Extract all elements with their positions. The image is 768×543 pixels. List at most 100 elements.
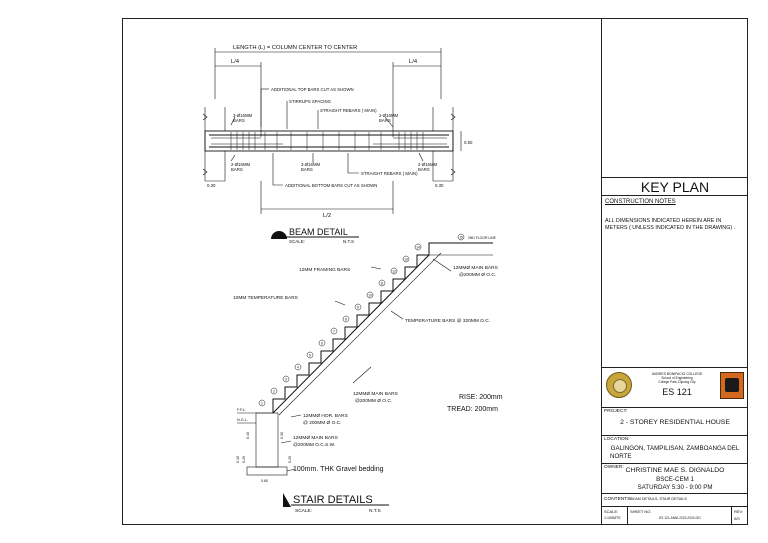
stair-title-symbol xyxy=(283,493,291,507)
step-number: 7 xyxy=(333,330,335,334)
scale-cell: SCALE: 1:100MTS xyxy=(602,507,628,525)
step-number: 14 xyxy=(416,246,420,250)
beam-bars-tr-2: BARS xyxy=(379,118,391,123)
stair-main-mid-2: @200MM Ø O.C. xyxy=(355,398,392,404)
location-value-1: GALINGON, TAMPILISAN, ZAMBOANGA DEL xyxy=(610,445,740,452)
beam-bars-tl-2: BARS xyxy=(233,118,245,123)
beam-bars-bl-2: BARS xyxy=(231,167,243,172)
location-value-2: NORTE xyxy=(610,453,632,460)
beam-bars-tr-1: 2-Ø16MM xyxy=(379,113,399,118)
tb-rev-value: 0/0 xyxy=(734,516,740,521)
beam-add-bottom: ADDITIONAL BOTTOM BARS CUT AS SHOWN xyxy=(285,183,377,188)
step-number: 1 xyxy=(261,402,263,406)
stair-main-mid-1: 12MMØ MAIN BARS xyxy=(353,391,398,397)
stair-dim-c: 0.10 xyxy=(236,456,240,463)
stair-main-top-1: 12MMØ MAIN BARS xyxy=(453,265,498,271)
beam-title: BEAM DETAIL xyxy=(289,227,348,237)
tb-sheet-value: ES 121-ANNI-2023-2024-001 xyxy=(659,516,701,520)
owner-value-1: CHRISTINE MAE S. DIGNALDO xyxy=(625,467,725,474)
step-number: 8 xyxy=(345,318,347,322)
tb-rev-label: REV: xyxy=(734,509,744,514)
tb-sheet-label: SHEET NO. xyxy=(630,509,652,514)
step-number: 12 xyxy=(392,270,396,274)
college-address: College Park, Dipolog City xyxy=(658,380,696,384)
college-name: ANDRES BONIFACIO COLLEGE xyxy=(651,372,703,376)
stair-hor-2: @ 200MM Ø O.C. xyxy=(303,420,341,426)
stair-main-low-1: 12MMØ MAIN BARS xyxy=(293,435,338,441)
stair-main-top-2: @200MM Ø O.C. xyxy=(459,272,496,278)
stair-tread: TREAD: 200mm xyxy=(447,406,498,413)
stair-temp: 10MM TEMPERATURE BARS xyxy=(233,295,298,301)
owner-label: OWNER: xyxy=(604,465,624,470)
step-number: 9 xyxy=(357,306,359,310)
contents-block: CONTENTS: BEAM DETAILS, STAIR DETAILS xyxy=(602,493,748,506)
beam-l4-right: L/4 xyxy=(409,59,418,65)
stair-scale-value: N.T.S xyxy=(369,508,381,514)
notes-title: CONSTRUCTION NOTES xyxy=(605,199,676,205)
stair-title: STAIR DETAILS xyxy=(293,494,373,506)
beam-straight-top: STRAIGHT REBARS ( MAIN) xyxy=(320,108,377,113)
stair-dim-e: 0.20 xyxy=(288,456,292,463)
stair-scale-label: SCALE: xyxy=(295,508,312,514)
beam-bars-br-2: BARS xyxy=(418,167,430,172)
key-plan-area xyxy=(602,19,748,177)
beam-l4-left: L/4 xyxy=(231,59,240,65)
stair-dim-b: 0.30 xyxy=(280,432,284,439)
sheet-info-block: SCALE: 1:100MTS SHEET NO. ES 121-ANNI-20… xyxy=(602,506,748,525)
owner-value-2: BSCE-CEM 1 xyxy=(656,476,694,483)
tb-scale-value: 1:100MTS xyxy=(604,516,621,520)
location-label: LOCATION: xyxy=(604,437,630,442)
course-code: ES 121 xyxy=(662,387,692,397)
beam-straight-bottom: STRAIGHT REBARS ( MAIN) xyxy=(361,171,418,176)
project-label: PROJECT: xyxy=(604,409,628,414)
step-number: 4 xyxy=(297,366,299,370)
department-logo-icon xyxy=(720,372,744,399)
beam-dim-left: 0.30 xyxy=(207,183,216,188)
sheet-cell: SHEET NO. ES 121-ANNI-2023-2024-001 xyxy=(628,507,732,525)
step-number: 6 xyxy=(321,342,323,346)
step-number: 2 xyxy=(273,390,275,394)
owner-value-3: SATURDAY 5:30 - 9:00 PM xyxy=(637,484,713,491)
drawing-area: LENGTH (L) = COLUMN CENTER TO CENTER L/4… xyxy=(202,45,503,514)
project-value: 2 - STOREY RESIDENTIAL HOUSE xyxy=(620,419,730,426)
tb-scale-label: SCALE: xyxy=(604,509,619,514)
beam-bars-bm-2: BARS xyxy=(301,167,313,172)
stair-main-low-2: @200MM O.C.S.W. xyxy=(293,442,335,448)
school-block: ANDRES BONIFACIO COLLEGE School of Engin… xyxy=(602,367,748,407)
beam-dim-depth: 0.50 xyxy=(464,140,473,145)
construction-notes: CONSTRUCTION NOTES ALL DIMENSIONS INDICA… xyxy=(602,195,748,367)
beam-title-symbol xyxy=(271,231,287,239)
project-block: PROJECT: 2 - STOREY RESIDENTIAL HOUSE xyxy=(602,407,748,435)
step-number: 10 xyxy=(368,294,372,298)
notes-text: ALL DIMENSIONS INDICATED HEREIN ARE IN M… xyxy=(605,218,736,231)
beam-bars-bm-1: 3-Ø16MM xyxy=(301,162,321,167)
stair-temp-right: TEMPERATURE BARS @ 320MM O.C. xyxy=(405,318,490,324)
step-number: 5 xyxy=(309,354,311,358)
stair-dim-d: 0.20 xyxy=(242,456,246,463)
stair-ngl: N.G.L. xyxy=(237,418,248,422)
stair-framing: 12MM FRAMING BARS xyxy=(299,267,350,273)
location-block: LOCATION: GALINGON, TAMPILISAN, ZAMBOANG… xyxy=(602,435,748,463)
owner-block: OWNER: CHRISTINE MAE S. DIGNALDO BSCE-CE… xyxy=(602,463,748,493)
stair-dim-a: 0.40 xyxy=(246,432,250,439)
step-number: 11 xyxy=(380,282,384,286)
school-seal-icon xyxy=(606,372,632,398)
stair-floor-line: 2ND FLOOR LINE xyxy=(468,236,497,240)
stair-ffl: F.F.L. xyxy=(237,408,246,412)
stair-hor-1: 12MMØ HOR. BARS xyxy=(303,413,348,419)
rev-cell: REV: 0/0 xyxy=(732,507,748,525)
title-block: KEY PLAN CONSTRUCTION NOTES ALL DIMENSIO… xyxy=(601,19,748,525)
beam-length-label: LENGTH (L) = COLUMN CENTER TO CENTER xyxy=(233,45,357,51)
beam-bars-tl-1: 3-Ø16MM xyxy=(233,113,253,118)
beam-bars-br-1: 2-Ø16MM xyxy=(418,162,438,167)
beam-scale-label: SCALE: xyxy=(289,239,305,244)
stair-gravel: 100mm. THK Gravel bedding xyxy=(293,466,384,473)
beam-dim-right: 0.30 xyxy=(435,183,444,188)
beam-add-top: ADDITIONAL TOP BARS CUT AS SHOWN xyxy=(271,87,354,92)
beam-stirrups: STIRRUPS SPACING xyxy=(289,99,332,104)
key-plan-title: KEY PLAN xyxy=(640,179,710,195)
beam-bars-bl-1: 2-Ø16MM xyxy=(231,162,251,167)
stair-dim-f: 0.60 xyxy=(261,479,268,483)
step-number: 13 xyxy=(404,258,408,262)
key-plan-header: KEY PLAN xyxy=(602,177,748,195)
